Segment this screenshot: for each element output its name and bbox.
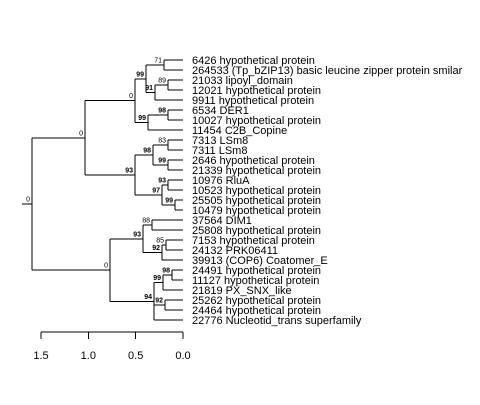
leaf-label: 12021 hypothetical protein bbox=[192, 85, 321, 97]
leaf-label: 25808 hypothetical protein bbox=[192, 225, 321, 237]
leaf-label: 10976 RluA bbox=[192, 175, 250, 187]
distance-axis: 1.5 1.0 0.5 0.0 bbox=[33, 331, 191, 362]
leaf-label: 24464 hypothetical protein bbox=[192, 305, 321, 317]
support-value: 91 bbox=[145, 85, 153, 92]
leaf-label: 37564 DIM1 bbox=[192, 215, 252, 227]
leaf-label: 10027 hypothetical protein bbox=[192, 115, 321, 127]
support-value: 99 bbox=[165, 198, 173, 205]
support-value: 92 bbox=[155, 298, 163, 305]
leaf-label: 11454 C2B_Copine bbox=[192, 125, 287, 137]
leaf-label: 6534 DER1 bbox=[192, 105, 249, 117]
support-value: 98 bbox=[143, 148, 151, 155]
support-value: 98 bbox=[162, 268, 170, 275]
support-value: 97 bbox=[152, 188, 160, 195]
leaf-label: 21339 hypothetical protein bbox=[192, 165, 321, 177]
support-values: 7189919998990839998939997930888592939899… bbox=[26, 58, 173, 305]
support-value: 93 bbox=[125, 168, 133, 175]
leaf-label: 7153 hypothetical protein bbox=[192, 235, 315, 247]
support-value: 99 bbox=[153, 275, 161, 282]
axis-tick-label: 0.5 bbox=[128, 350, 143, 362]
support-value: 93 bbox=[158, 178, 166, 185]
leaf-label: 39913 (COP6) Coatomer_E bbox=[192, 255, 328, 267]
leaf-label: 11127 hypothetical protein bbox=[192, 275, 319, 287]
support-value: 88 bbox=[142, 218, 150, 225]
leaf-label: 21819 PX_SNX_like bbox=[192, 285, 292, 297]
axis-tick-label: 1.5 bbox=[33, 350, 48, 362]
support-value: 99 bbox=[138, 115, 146, 122]
support-value: 98 bbox=[158, 108, 166, 115]
leaf-label: 22776 Nucleotid_trans superfamily bbox=[192, 315, 362, 327]
support-value: 99 bbox=[136, 71, 144, 78]
support-value: 0 bbox=[129, 93, 133, 100]
leaf-label: 10479 hypothetical protein bbox=[192, 205, 321, 217]
axis-tick-label: 1.0 bbox=[81, 350, 96, 362]
leaf-label: 264533 (Tp_bZIP13) basic leucine zipper … bbox=[192, 65, 463, 77]
leaf-label: 6426 hypothetical protein bbox=[192, 55, 315, 67]
support-value: 92 bbox=[152, 245, 160, 252]
tree-branches bbox=[22, 59, 183, 321]
leaf-label: 2646 hypothetical protein bbox=[192, 155, 315, 167]
leaf-label: 24491 hypothetical protein bbox=[192, 265, 321, 277]
support-value: 0 bbox=[79, 130, 83, 137]
leaf-label: 21033 lipoyl_domain bbox=[192, 75, 293, 87]
support-value: 83 bbox=[158, 138, 166, 145]
axis-tick-label: 0.0 bbox=[175, 350, 190, 362]
leaf-label: 9911 hypothetical protein bbox=[192, 95, 314, 107]
support-value: 93 bbox=[133, 231, 141, 238]
leaf-label: 7313 LSm8 bbox=[192, 135, 248, 147]
leaf-label: 25262 hypothetical protein bbox=[192, 295, 321, 307]
support-value: 89 bbox=[158, 78, 166, 85]
leaf-label: 7311 LSm8 bbox=[192, 145, 247, 157]
leaf-label: 25505 hypothetical protein bbox=[192, 195, 321, 207]
leaf-label: 10523 hypothetical protein bbox=[192, 185, 321, 197]
support-value: 99 bbox=[158, 158, 166, 165]
support-value: 0 bbox=[26, 196, 30, 203]
support-value: 85 bbox=[156, 238, 164, 245]
support-value: 94 bbox=[144, 294, 152, 301]
support-value: 0 bbox=[104, 263, 108, 270]
support-value: 71 bbox=[154, 58, 162, 65]
leaf-label: 24132 PRK06411 bbox=[192, 245, 278, 257]
